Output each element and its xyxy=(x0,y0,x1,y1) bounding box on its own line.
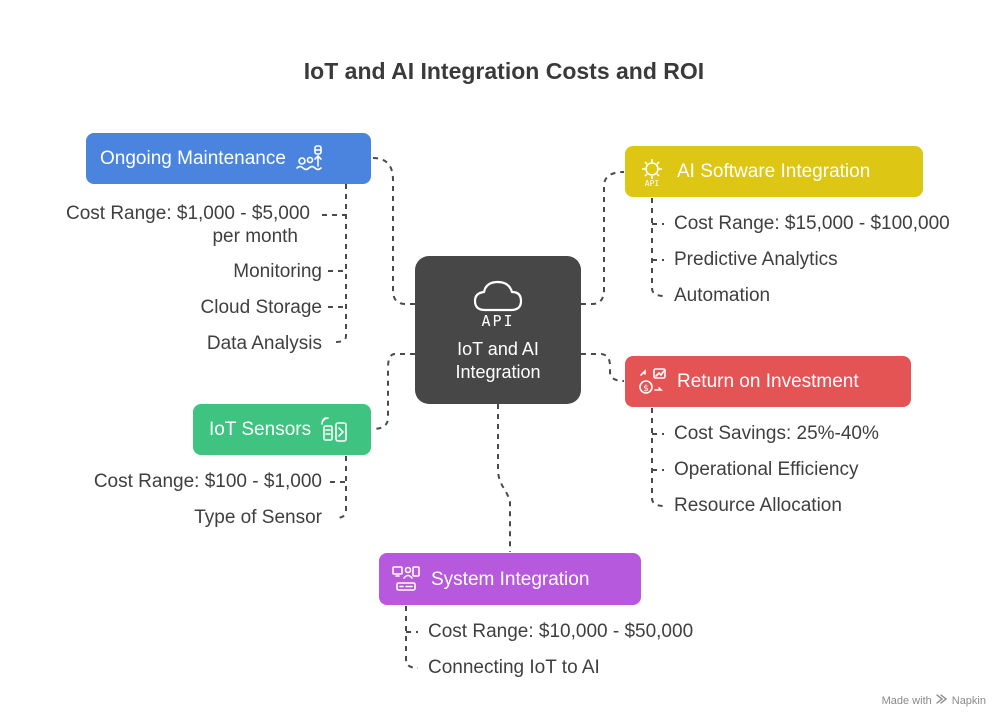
leaf-ai-cost: Cost Range: $15,000 - $100,000 xyxy=(674,213,950,234)
cloud-api-icon xyxy=(471,278,525,317)
ai-gear-icon: API xyxy=(637,157,667,187)
center-node: API IoT and AI Integration xyxy=(415,256,581,404)
maintenance-icon xyxy=(294,144,324,174)
leaf-maint-data-analysis: Data Analysis xyxy=(206,333,322,354)
napkin-logo-icon xyxy=(936,693,948,708)
branch-label: IoT Sensors xyxy=(209,419,312,440)
leaf-roi-efficiency: Operational Efficiency xyxy=(674,459,859,480)
leaf-roi-resource: Resource Allocation xyxy=(674,495,842,516)
leaf-iot-cost: Cost Range: $100 - $1,000 xyxy=(93,471,322,492)
leaf-maint-monitoring: Monitoring xyxy=(233,261,322,282)
watermark-brand: Napkin xyxy=(951,694,986,707)
dollar-chart-icon: $ xyxy=(637,367,667,397)
leaf-maint-cloud-storage: Cloud Storage xyxy=(200,297,322,318)
branch-iot-sensors: IoT Sensors xyxy=(193,404,371,455)
svg-text:$: $ xyxy=(643,384,649,394)
network-devices-icon xyxy=(391,564,421,594)
leaf-sys-cost: Cost Range: $10,000 - $50,000 xyxy=(428,621,694,642)
leaf-roi-savings: Cost Savings: 25%-40% xyxy=(674,423,879,444)
sensor-icon xyxy=(319,415,349,445)
napkin-watermark: Made with Napkin xyxy=(882,693,986,708)
leaf-sys-connecting: Connecting IoT to AI xyxy=(428,657,600,678)
svg-text:API: API xyxy=(645,179,660,187)
center-label: IoT and AI Integration xyxy=(455,339,541,382)
leaf-iot-type: Type of Sensor xyxy=(194,507,322,528)
center-icon-text: API xyxy=(481,312,515,330)
diagram-title: IoT and AI Integration Costs and ROI xyxy=(303,58,705,84)
branch-return-on-investment: $ Return on Investment xyxy=(625,356,911,407)
branch-ai-software-integration: API AI Software Integration xyxy=(625,146,923,197)
leaf-ai-automation: Automation xyxy=(674,285,771,306)
branch-system-integration: System Integration xyxy=(379,553,641,605)
leaf-ai-predictive: Predictive Analytics xyxy=(674,249,838,270)
branch-ongoing-maintenance: Ongoing Maintenance xyxy=(86,133,371,184)
branch-label: Return on Investment xyxy=(677,371,859,392)
branch-label: Ongoing Maintenance xyxy=(100,148,286,169)
branch-label: AI Software Integration xyxy=(677,161,871,182)
branch-label: System Integration xyxy=(431,568,590,590)
watermark-made-with: Made with xyxy=(881,694,932,707)
